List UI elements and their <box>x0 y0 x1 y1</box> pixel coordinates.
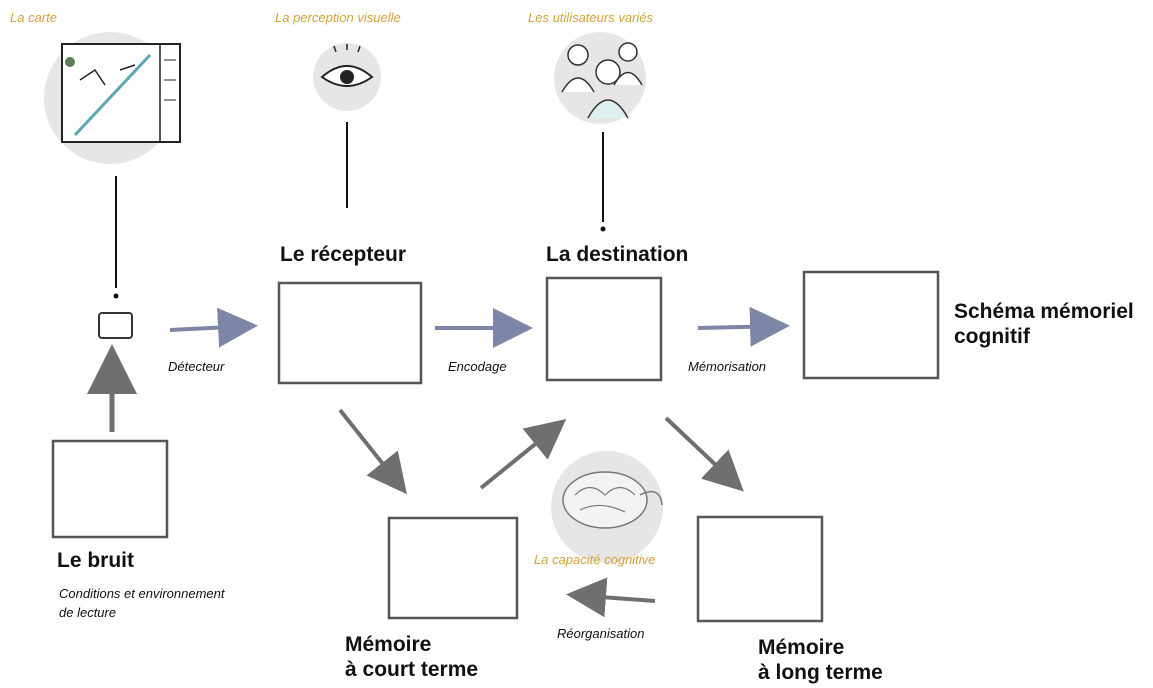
edge-label-encodage: Encodage <box>448 359 507 374</box>
schema-box <box>802 270 940 380</box>
schema-title-line2: cognitif <box>954 325 1030 348</box>
bruit-description-line1: Conditions et environnement <box>59 586 225 601</box>
arrow-memorisation <box>697 306 790 347</box>
arrow-detecteur <box>169 307 258 348</box>
map-icon <box>44 32 181 164</box>
bruit-box <box>51 439 169 539</box>
source-box <box>98 312 133 339</box>
bruit-description: Conditions et environnement de lecture <box>59 584 225 622</box>
long-terme-title: Mémoire à long terme <box>758 635 883 685</box>
bruit-title: Le bruit <box>57 549 134 572</box>
eye-icon <box>313 43 381 111</box>
destination-title: La destination <box>546 243 689 266</box>
long-terme-line2: à long terme <box>758 661 883 684</box>
edge-label-detecteur: Détecteur <box>168 359 225 374</box>
destination-box <box>545 276 663 382</box>
long-terme-box <box>696 515 824 623</box>
long-terme-line1: Mémoire <box>758 636 845 659</box>
edge-label-memorisation: Mémorisation <box>688 359 767 374</box>
brain-icon <box>551 451 663 563</box>
court-terme-line1: Mémoire <box>345 633 432 656</box>
map-connector-dot <box>113 293 119 299</box>
schema-title: Schéma mémoriel cognitif <box>954 299 1134 349</box>
recepteur-title: Le récepteur <box>280 243 407 266</box>
arrow-court-to-destination <box>479 418 567 490</box>
recepteur-box <box>277 281 423 385</box>
arrow-recepteur-to-court <box>338 408 407 495</box>
schema-title-line1: Schéma mémoriel <box>954 300 1134 323</box>
arrow-destination-to-long <box>664 416 744 492</box>
brain-caption: La capacité cognitive <box>534 552 656 567</box>
court-terme-title: Mémoire à court terme <box>345 632 478 682</box>
bruit-description-line2: de lecture <box>59 605 117 620</box>
users-caption: Les utilisateurs variés <box>528 10 653 25</box>
users-icon <box>554 32 646 124</box>
eye-caption: La perception visuelle <box>275 10 401 25</box>
court-terme-line2: à court terme <box>345 658 479 681</box>
map-caption: La carte <box>10 10 57 25</box>
court-terme-box <box>387 516 519 620</box>
arrow-reorganisation <box>566 577 656 618</box>
users-connector-dot <box>600 226 606 232</box>
edge-label-reorganisation: Réorganisation <box>557 626 645 641</box>
